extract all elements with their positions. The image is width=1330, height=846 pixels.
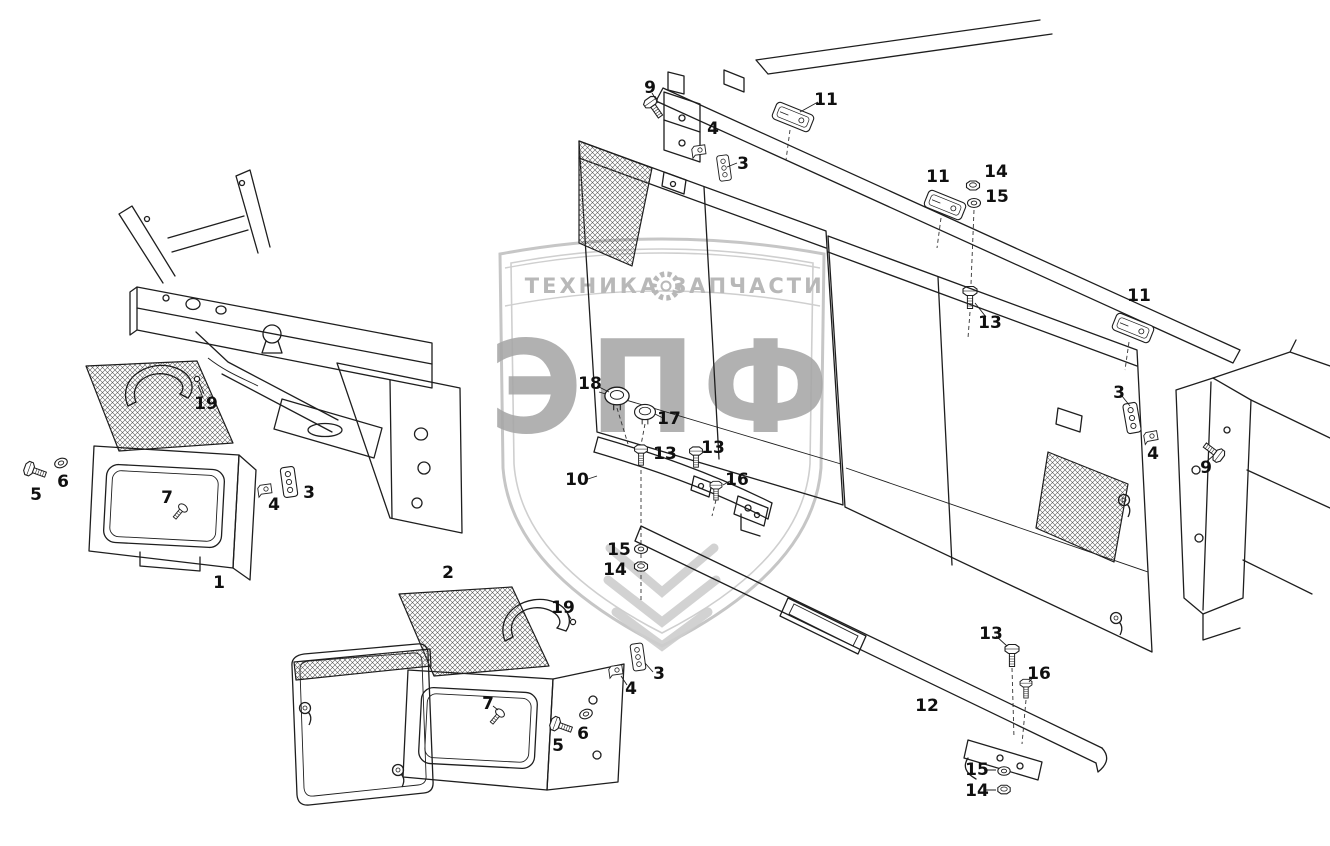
washer-6	[52, 455, 70, 471]
bracket-3-top	[715, 154, 733, 182]
screw-19	[193, 375, 205, 395]
leader-lines	[197, 92, 1214, 791]
clip-4-right	[1142, 430, 1160, 445]
bracket-3-left	[279, 465, 299, 499]
screw-19b	[566, 611, 577, 626]
panel-hook-2	[1109, 611, 1123, 636]
bolt-9-top	[641, 93, 667, 122]
washer-6b	[577, 706, 595, 722]
bolt-16-low	[1019, 678, 1033, 699]
frame-crossmember	[118, 169, 463, 534]
washer-15-low	[997, 766, 1011, 776]
bolt-5b	[547, 714, 575, 737]
bracket-3-right	[1121, 401, 1143, 435]
watermark-shield: ТЕХНИКА ЗАПЧАСТИ ЭПФ	[489, 237, 835, 652]
nut-14-top	[965, 180, 981, 191]
support-bar-10	[593, 386, 773, 600]
washer-15-top	[966, 197, 982, 209]
clip-4-top	[690, 144, 707, 159]
cross-bar-12	[634, 525, 1108, 795]
headlamp-housing-1	[21, 360, 299, 581]
screw-7	[170, 501, 190, 522]
bolt-13-low	[1004, 643, 1020, 668]
cover-hook-2	[391, 763, 405, 788]
headlamp-housing-2	[398, 586, 647, 791]
watermark-text-left: ТЕХНИКА	[525, 274, 659, 298]
watermark-gear-icon	[651, 271, 681, 301]
radiator-right-panel	[827, 235, 1153, 653]
bracket-3-mid	[629, 642, 647, 672]
radiator-left-panel	[578, 140, 844, 506]
nut-14-mid	[633, 561, 649, 572]
mount-plate-11a	[770, 100, 816, 134]
upper-rail	[641, 19, 1241, 371]
screw-7b	[487, 706, 507, 727]
right-frame-bracket	[1121, 339, 1330, 641]
watermark-logo-text: ЭПФ	[489, 314, 835, 463]
bolt-9-right	[1200, 438, 1228, 465]
watermark-text-right: ЗАПЧАСТИ	[671, 274, 824, 298]
watermark-laurel	[603, 543, 721, 652]
clip-4-left	[256, 483, 273, 498]
lamp-cover-plate	[291, 643, 434, 806]
bolt-5	[21, 459, 49, 482]
nut-14-low	[997, 784, 1011, 795]
